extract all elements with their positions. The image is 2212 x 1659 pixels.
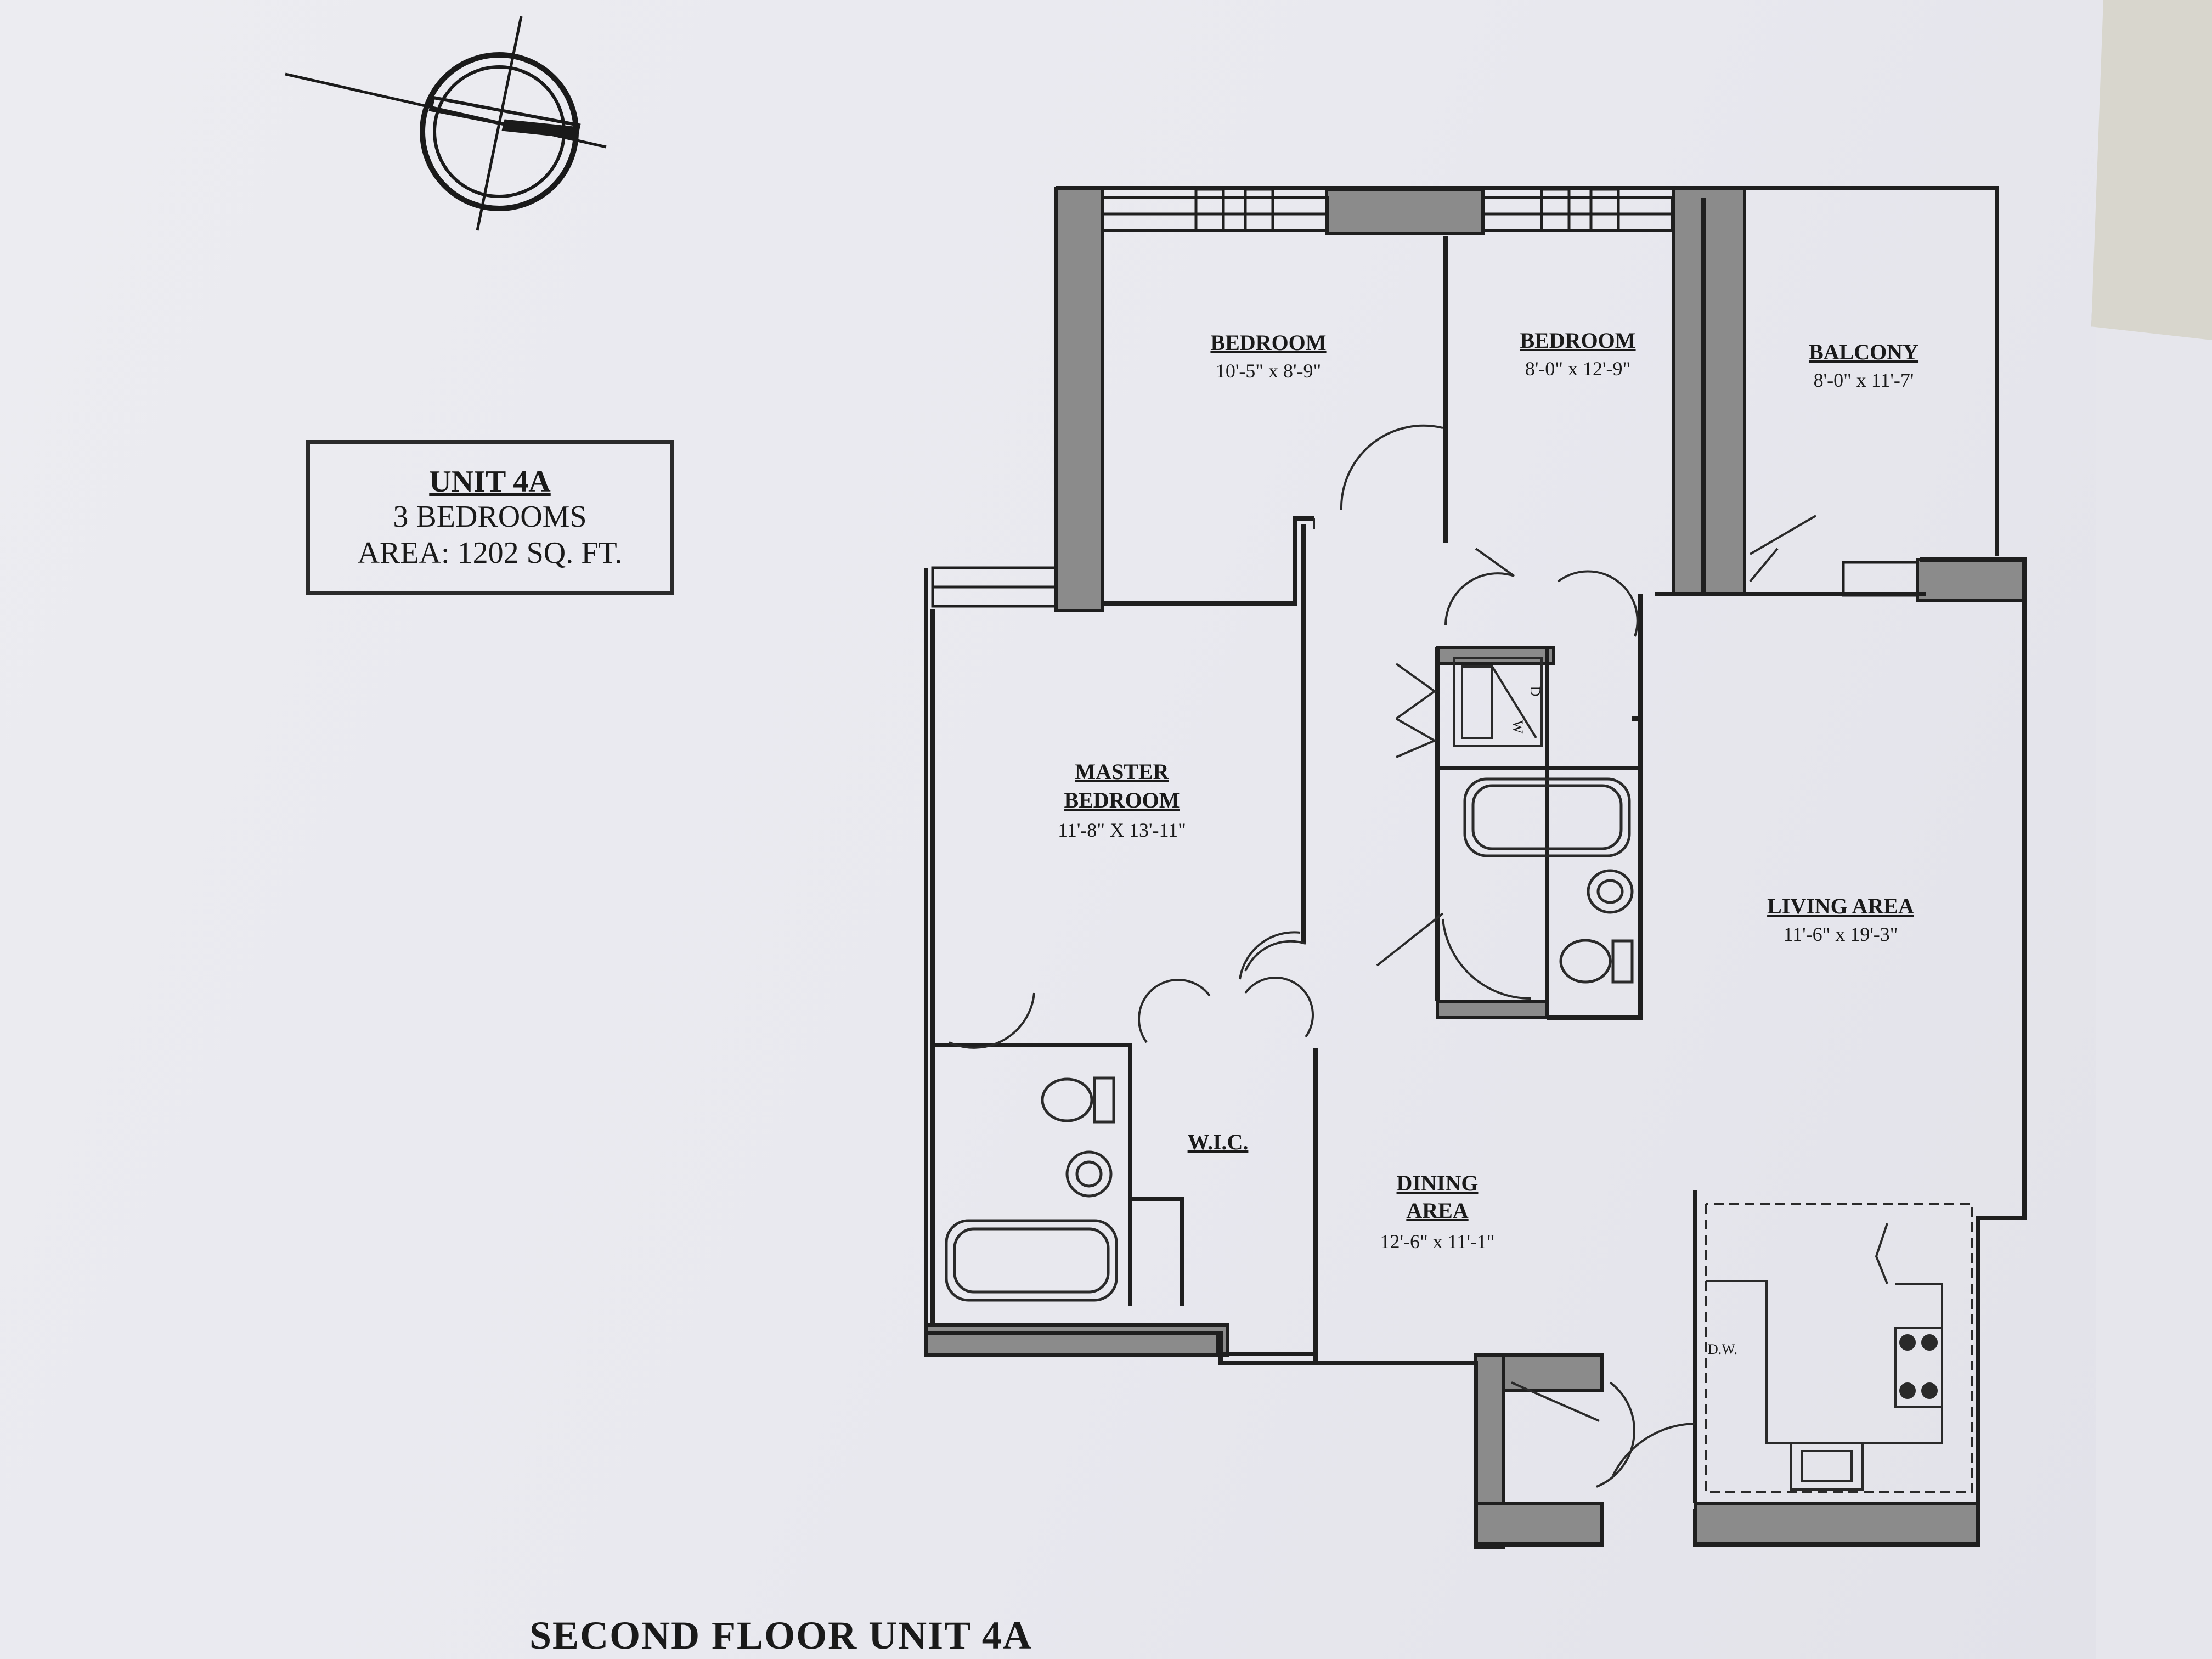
master-bedroom-label-2: BEDROOM [1064, 788, 1180, 812]
windows [931, 188, 1919, 608]
kitchen-and-laundry [1453, 657, 1973, 1493]
wall-outlines [924, 186, 2027, 1547]
dining-area-label-1: DINING [1397, 1171, 1479, 1195]
walls [924, 187, 2026, 1549]
unit-title: UNIT 4A [429, 465, 551, 499]
dryer-label: D [1527, 686, 1543, 697]
wic-label: W.I.C. [1188, 1130, 1249, 1154]
floor-title: SECOND FLOOR UNIT 4A [529, 1613, 1032, 1657]
dining-area-dims: 12'-6" x 11'-1" [1380, 1231, 1494, 1252]
master-bedroom-label-1: MASTER [1075, 759, 1169, 784]
doors [949, 424, 1817, 1488]
balcony-dims: 8'-0" x 11'-7' [1814, 369, 1914, 391]
bathroom-fixtures [945, 777, 1634, 1302]
living-area-label: LIVING AREA [1767, 894, 1914, 918]
room-labels: BEDROOM 10'-5" x 8'-9" BEDROOM 8'-0" x 1… [1058, 328, 1918, 1357]
washer-label: W [1510, 720, 1526, 734]
adjacent-paper-corner [2091, 0, 2212, 340]
unit-bedrooms: 3 BEDROOMS [393, 500, 587, 534]
bedroom-2-dims: 8'-0" x 12'-9" [1525, 358, 1630, 380]
north-arrow-icon [285, 16, 607, 231]
bedroom-2-label: BEDROOM [1520, 328, 1635, 353]
paper-sheet [0, 0, 2096, 1659]
dishwasher-label: D.W. [1708, 1341, 1737, 1357]
master-bedroom-dims: 11'-8" X 13'-11" [1058, 819, 1186, 841]
bedroom-1-dims: 10'-5" x 8'-9" [1216, 360, 1321, 382]
unit-info-box: UNIT 4A 3 BEDROOMS AREA: 1202 SQ. FT. [306, 440, 674, 595]
unit-area: AREA: 1202 SQ. FT. [357, 536, 623, 570]
bedroom-1-label: BEDROOM [1210, 330, 1326, 355]
balcony-label: BALCONY [1809, 340, 1918, 364]
living-area-dims: 11'-6" x 19'-3" [1783, 923, 1898, 945]
dining-area-label-2: AREA [1406, 1198, 1468, 1223]
